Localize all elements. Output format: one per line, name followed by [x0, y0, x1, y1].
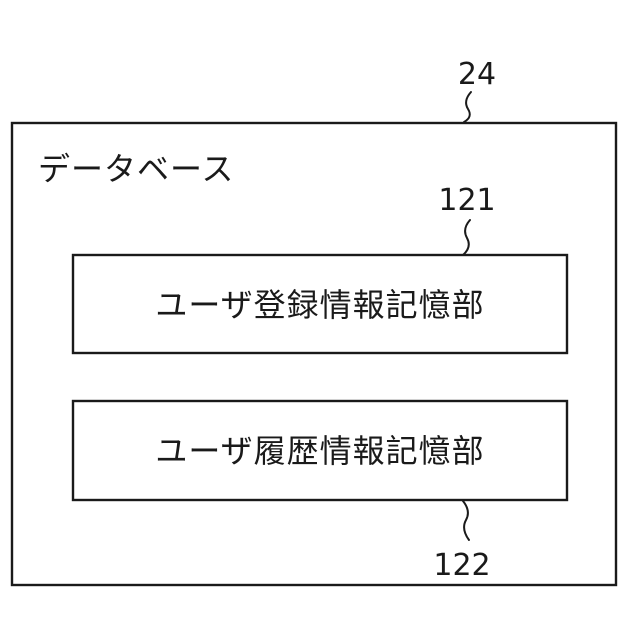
unit-ref-number-121: 121 [438, 183, 495, 218]
user-registration-storage-label: ユーザ登録情報記憶部 [155, 286, 484, 324]
database-title: データベース [38, 150, 234, 188]
user-history-storage-label: ユーザ履歴情報記憶部 [155, 432, 484, 470]
unit-leader-line-121 [463, 220, 470, 255]
database-leader-line [464, 92, 471, 122]
unit-leader-line-122 [463, 501, 469, 540]
unit-ref-number-122: 122 [433, 548, 490, 583]
database-ref-number: 24 [458, 57, 496, 92]
